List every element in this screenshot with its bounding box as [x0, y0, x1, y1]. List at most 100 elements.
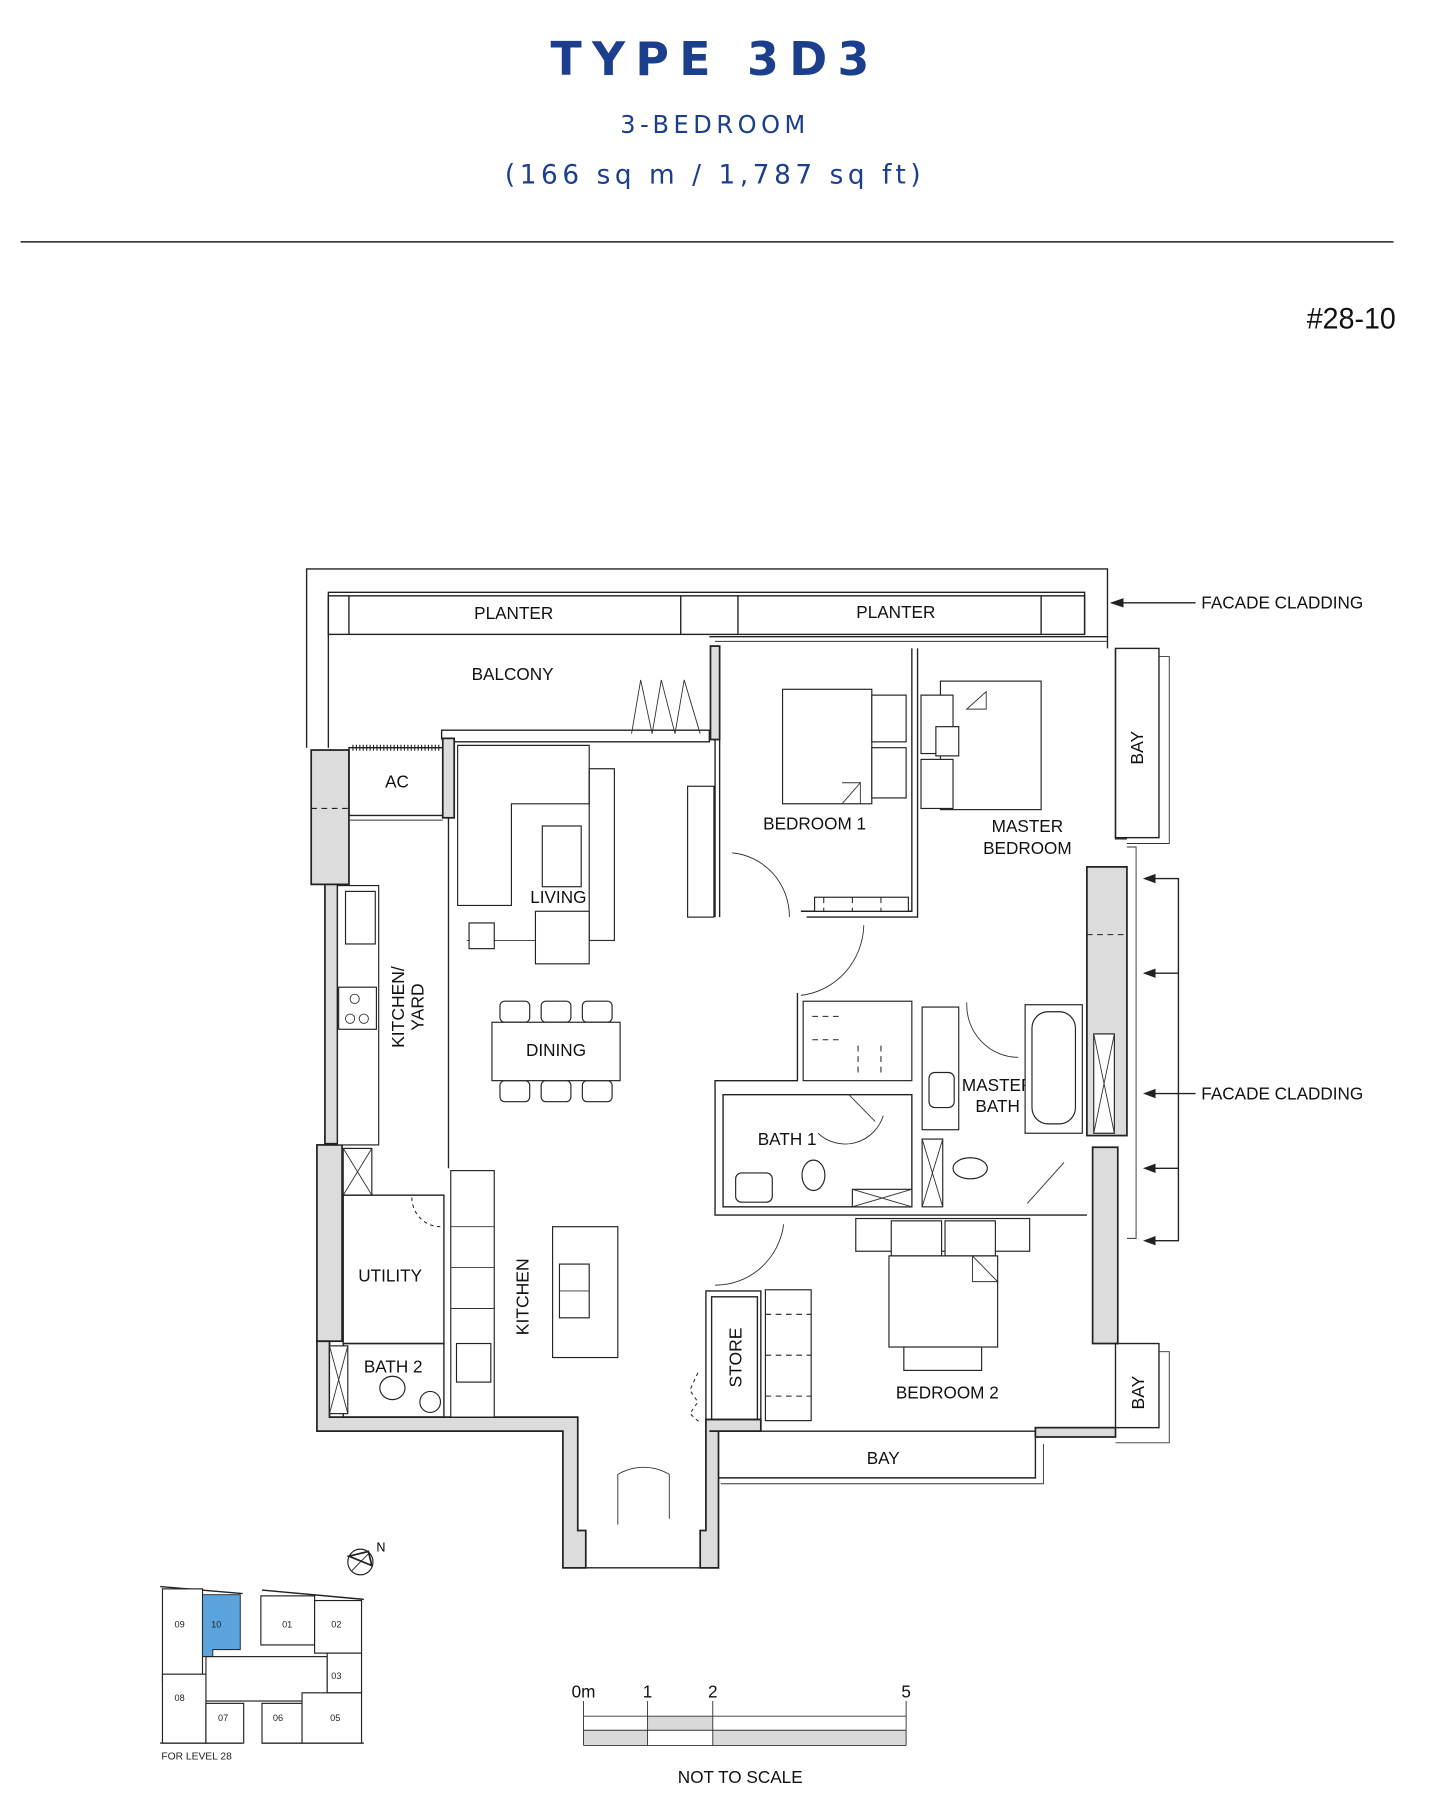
bedroom-2-door[interactable]: [715, 1224, 785, 1286]
bedroom-1-door[interactable]: [732, 852, 790, 918]
wall: [1091, 1146, 1119, 1345]
bedroom-2-label: BEDROOM 2: [896, 1382, 999, 1402]
key-unit-label: 03: [331, 1671, 341, 1681]
planter-strip: [327, 595, 1086, 636]
chair: [499, 1000, 531, 1023]
kitchen-yard-label: KITCHEN/: [388, 966, 408, 1048]
dining-table: [491, 1021, 621, 1082]
balcony-label: BALCONY: [472, 664, 554, 684]
key-unit-03: [326, 1652, 363, 1694]
scale-bar: 0m 1 2 5 NOT TO SCALE: [572, 1681, 911, 1786]
bay-right-label: BAY: [1128, 1375, 1148, 1409]
north-compass-icon: N: [346, 1539, 386, 1576]
key-unit-07: [205, 1702, 245, 1744]
key-unit-label: 05: [330, 1713, 340, 1723]
bath-1: [722, 1093, 913, 1208]
kitchen-label: KITCHEN: [513, 1258, 533, 1335]
key-plan: 09 10 01 02 03 08 07 06 05 FOR LEVEL 28: [160, 1585, 364, 1762]
unit-number: #28-10: [1307, 303, 1396, 335]
armchair: [534, 910, 590, 965]
key-unit-05: [301, 1692, 363, 1744]
master-bath-label: MASTER: [962, 1075, 1033, 1095]
entrance-door[interactable]: [617, 1466, 670, 1525]
key-unit-label: 08: [175, 1693, 185, 1703]
toilet-icon: [379, 1375, 406, 1401]
unit-area: (166 sq m / 1,787 sq ft): [505, 159, 925, 190]
master-bedroom-label: MASTER: [992, 816, 1063, 836]
bath-2-label: BATH 2: [364, 1357, 423, 1377]
header: TYPE 3D3 3-BEDROOM (166 sq m / 1,787 sq …: [20, 31, 1396, 335]
key-plan-level-label: FOR LEVEL 28: [161, 1751, 232, 1762]
kitchen-yard-label-2: YARD: [407, 983, 427, 1030]
wardrobe: [802, 1000, 913, 1082]
folding-door-icon: [631, 679, 701, 734]
corridor-door[interactable]: [800, 925, 865, 996]
facade-frame: [305, 568, 1109, 748]
scale-tick-label: 1: [643, 1681, 653, 1701]
side-table: [468, 922, 495, 950]
hob-icon: [455, 1342, 492, 1383]
master-bath-label-2: BATH: [975, 1096, 1019, 1116]
wall: [709, 645, 721, 741]
scale-tick-label: 5: [901, 1681, 911, 1701]
sink-icon: [344, 890, 376, 945]
key-unit-label: 01: [282, 1619, 292, 1629]
bay-bottom-label: BAY: [867, 1448, 900, 1468]
key-unit-06: [261, 1702, 303, 1744]
dining-label: DINING: [526, 1040, 586, 1060]
utility-label: UTILITY: [358, 1265, 422, 1285]
bedroom-1-label: BEDROOM 1: [763, 813, 866, 833]
wall: [324, 883, 339, 1145]
floor-plan: PLANTER PLANTER BALCONY AC KITCHEN/ YARD: [305, 568, 1363, 1569]
basin-icon: [928, 1071, 955, 1109]
ac-label: AC: [385, 771, 409, 791]
chair: [540, 1080, 572, 1103]
bedroom-count: 3-BEDROOM: [620, 110, 810, 139]
wall: [441, 737, 456, 819]
basin-icon: [419, 1390, 442, 1414]
chair: [540, 1000, 572, 1023]
toilet-icon: [801, 1159, 826, 1192]
toilet-icon: [952, 1157, 988, 1180]
wardrobe: [687, 785, 715, 918]
planter-left-label: PLANTER: [474, 603, 553, 623]
north-label: N: [376, 1539, 385, 1554]
bay-window: [1114, 647, 1160, 839]
facade-cladding-annotation: FACADE CLADDING FACADE CLADDING: [1109, 593, 1363, 1246]
planter-right-label: PLANTER: [856, 602, 935, 622]
chair: [581, 1080, 613, 1103]
not-to-scale-note: NOT TO SCALE: [678, 1767, 803, 1787]
chair: [499, 1080, 531, 1103]
bedside-table: [935, 726, 960, 757]
facade-cladding-label-top: FACADE CLADDING: [1201, 593, 1363, 613]
key-unit-label: 06: [273, 1713, 283, 1723]
store-label: STORE: [726, 1328, 746, 1388]
scale-tick-label: 0m: [572, 1681, 596, 1701]
hob-icon: [338, 986, 377, 1030]
basin-icon: [735, 1172, 773, 1203]
facade-cladding-label-side: FACADE CLADDING: [1201, 1083, 1363, 1103]
key-unit-10-highlight: [202, 1594, 241, 1658]
bed: [781, 688, 873, 805]
bay-top-label: BAY: [1127, 730, 1147, 764]
chair: [581, 1000, 613, 1023]
key-unit-08: [161, 1673, 207, 1744]
bed: [888, 1255, 999, 1348]
wall: [699, 1418, 762, 1569]
living-label: LIVING: [530, 887, 586, 907]
key-unit-label: 07: [218, 1713, 228, 1723]
key-unit-label: 10: [211, 1619, 221, 1629]
coffee-table: [541, 825, 582, 888]
master-bedroom-label-2: BEDROOM: [983, 838, 1072, 858]
scale-tick-label: 2: [708, 1681, 718, 1701]
unit-type-title: TYPE 3D3: [550, 31, 879, 86]
key-unit-09: [161, 1588, 204, 1683]
sofa: [457, 744, 590, 907]
wall: [310, 749, 350, 886]
wall: [316, 1144, 343, 1343]
key-unit-label: 09: [175, 1619, 185, 1629]
key-unit-02: [314, 1599, 363, 1654]
bay-window: [1114, 1342, 1160, 1429]
wardrobe: [814, 896, 909, 912]
